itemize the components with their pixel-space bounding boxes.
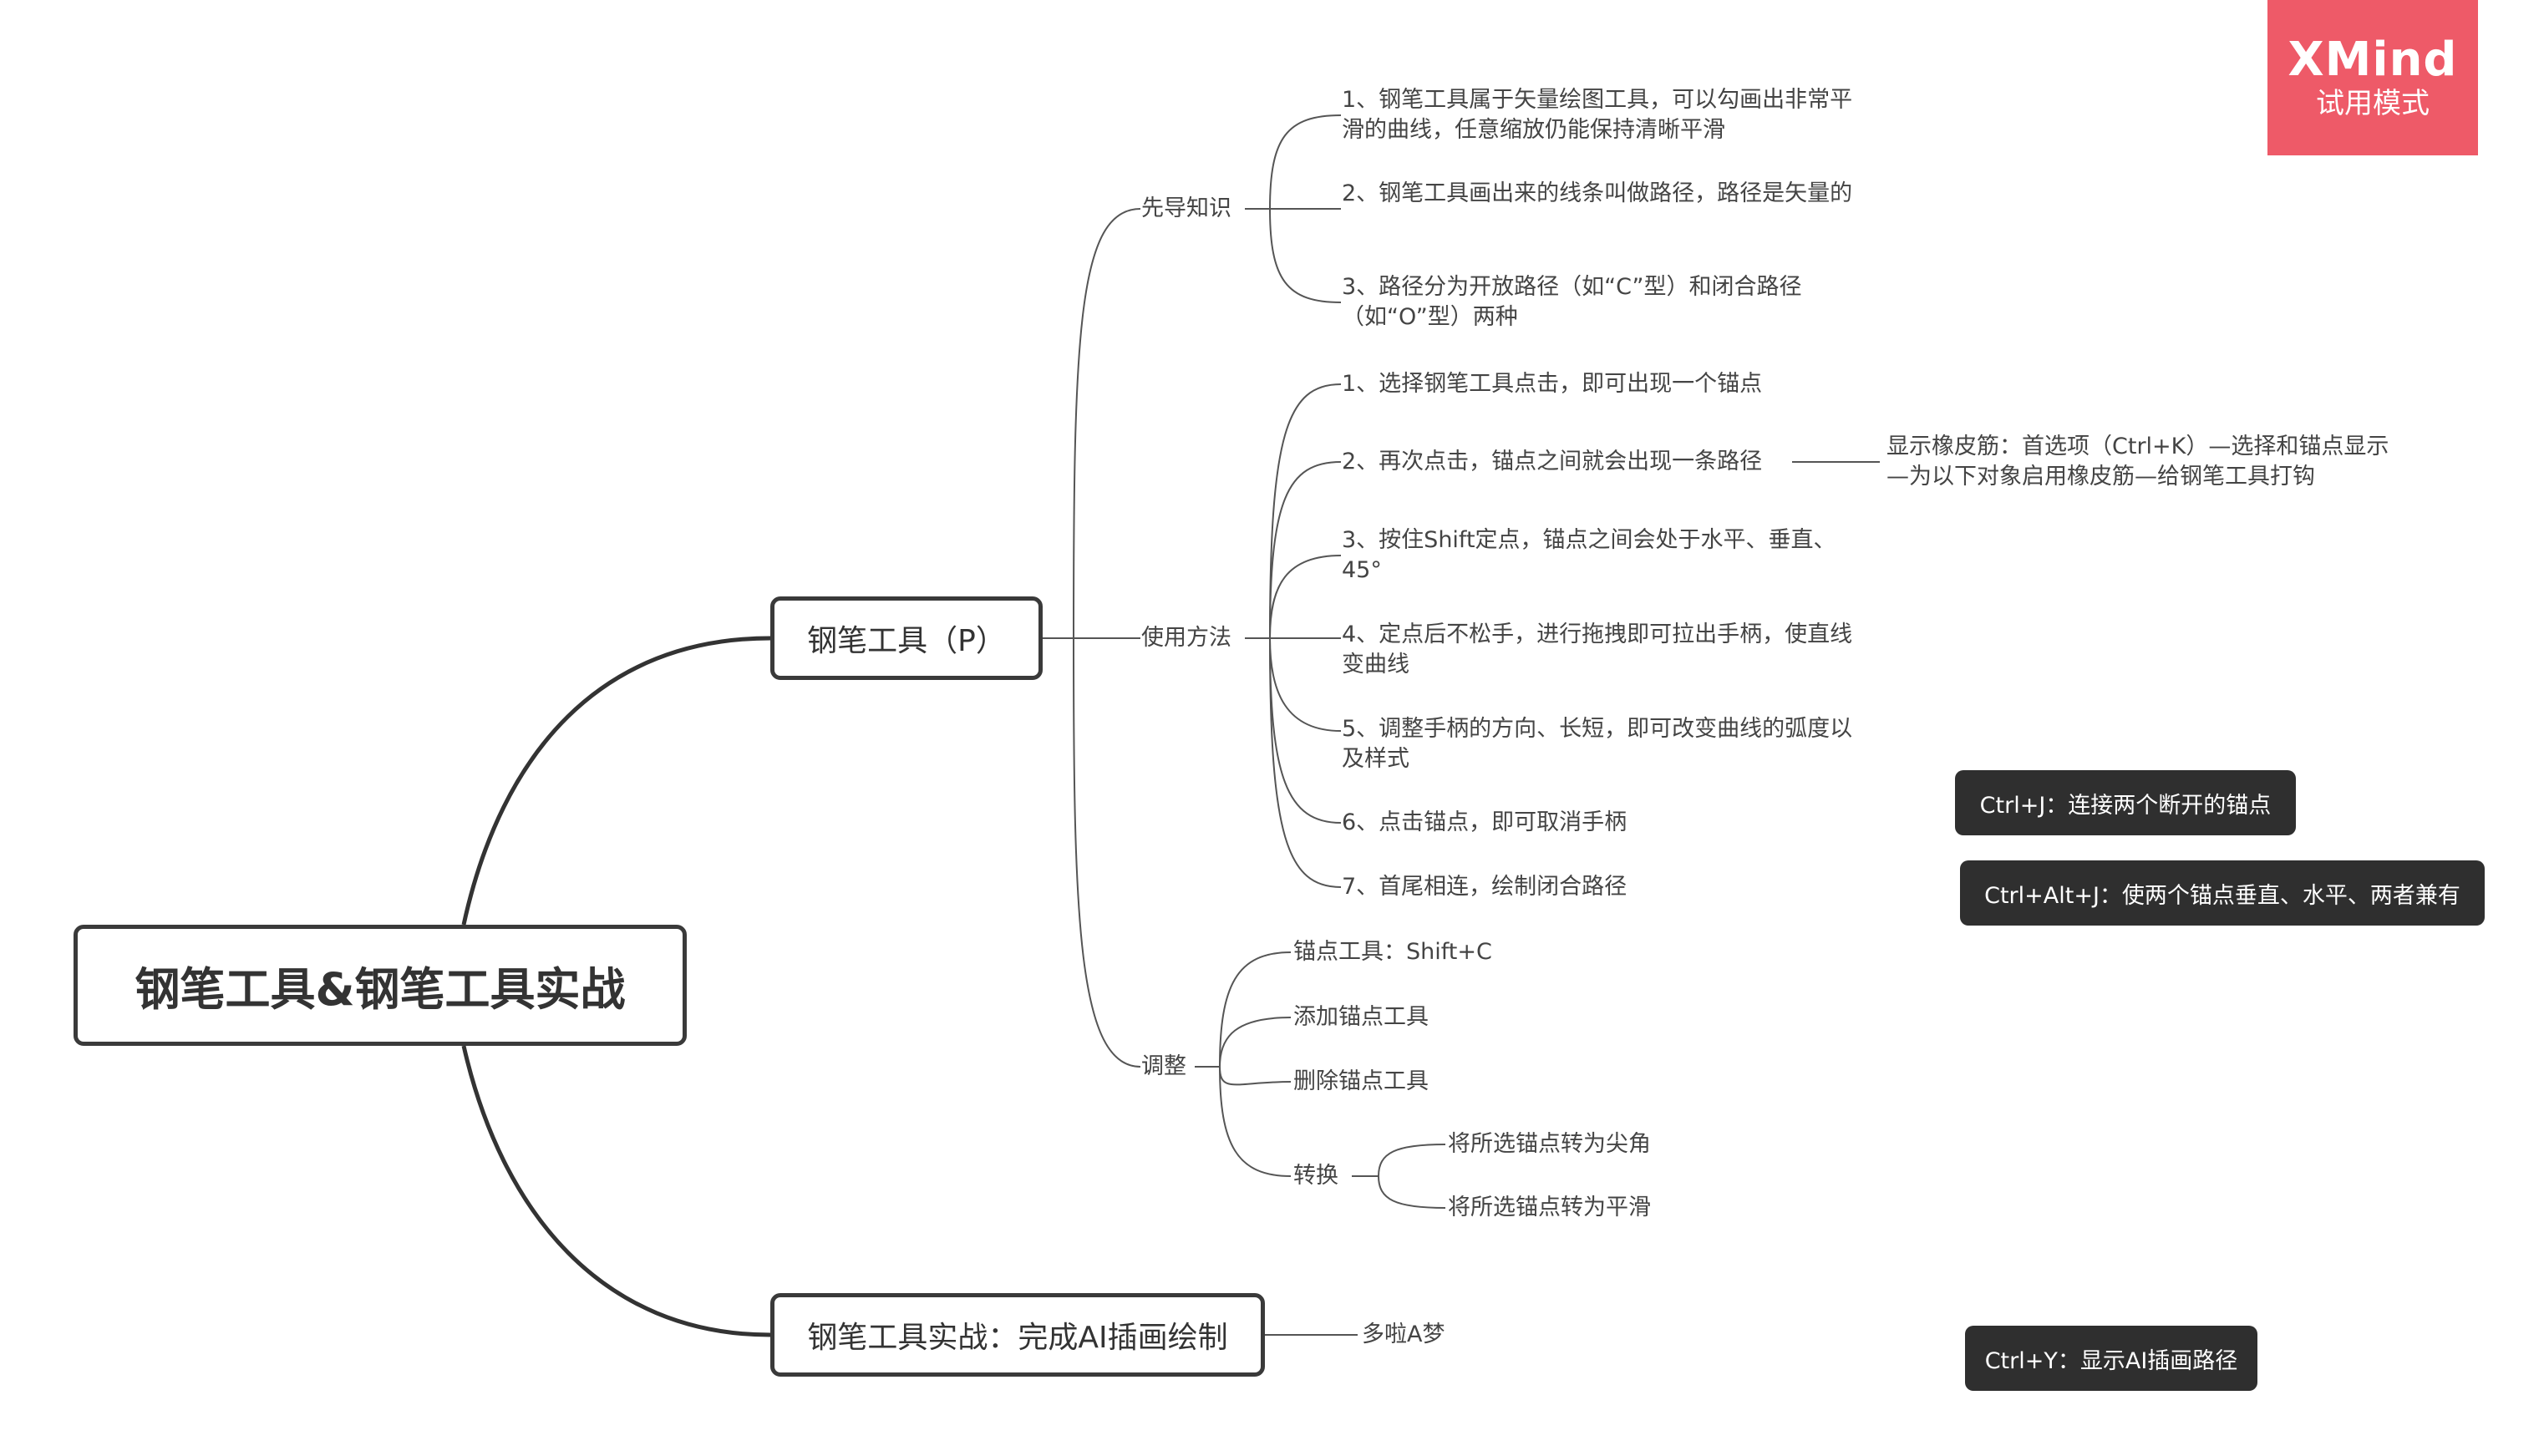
trial-mode-text: 试用模式 — [2316, 87, 2430, 120]
topic-pen-tool-practice[interactable]: 钢笔工具实战：完成AI插画绘制 — [770, 1293, 1265, 1377]
shortcut-label-ctrl-alt-j[interactable]: Ctrl+Alt+J：使两个锚点垂直、水平、两者兼有 — [1960, 860, 2485, 926]
central-topic[interactable]: 钢笔工具&钢笔工具实战 — [74, 925, 687, 1046]
shortcut-label-ctrl-y[interactable]: Ctrl+Y：显示AI插画路径 — [1965, 1326, 2257, 1391]
adjust-item[interactable]: 添加锚点工具 — [1293, 1004, 1429, 1030]
prior-item[interactable]: 2、钢笔工具画出来的线条叫做路径，路径是矢量的 — [1342, 180, 1853, 206]
adjust-item[interactable]: 删除锚点工具 — [1293, 1068, 1429, 1094]
usage-item[interactable]: 2、再次点击，锚点之间就会出现一条路径 — [1342, 449, 1763, 474]
xmind-trial-watermark: XMind 试用模式 — [2267, 0, 2478, 155]
rubber-band-note[interactable]: 显示橡皮筋：首选项（Ctrl+K）—选择和锚点显示—为以下对象启用橡皮筋—给钢笔… — [1886, 434, 2389, 490]
prior-item[interactable]: 3、路径分为开放路径（如“C”型）和闭合路径（如“O”型）两种 — [1342, 274, 1802, 330]
convert-item[interactable]: 将所选锚点转为尖角 — [1448, 1131, 1651, 1157]
adjust-item[interactable]: 锚点工具：Shift+C — [1293, 939, 1492, 965]
convert-item[interactable]: 将所选锚点转为平滑 — [1448, 1195, 1651, 1220]
subtopic-adjust[interactable]: 调整 — [1141, 1053, 1186, 1079]
usage-item[interactable]: 6、点击锚点，即可取消手柄 — [1342, 809, 1627, 835]
usage-item[interactable]: 4、定点后不松手，进行拖拽即可拉出手柄，使直线变曲线 — [1342, 621, 1853, 677]
usage-item[interactable]: 3、按住Shift定点，锚点之间会处于水平、垂直、45° — [1342, 527, 1836, 583]
practice-item-doraemon[interactable]: 多啦A梦 — [1362, 1322, 1445, 1347]
subtopic-convert[interactable]: 转换 — [1293, 1163, 1338, 1189]
usage-item[interactable]: 1、选择钢笔工具点击，即可出现一个锚点 — [1342, 371, 1763, 397]
usage-item[interactable]: 5、调整手柄的方向、长短，即可改变曲线的弧度以及样式 — [1342, 716, 1853, 772]
subtopic-usage[interactable]: 使用方法 — [1141, 625, 1231, 651]
prior-item[interactable]: 1、钢笔工具属于矢量绘图工具，可以勾画出非常平滑的曲线，任意缩放仍能保持清晰平滑 — [1342, 87, 1853, 143]
topic-pen-tool[interactable]: 钢笔工具（P） — [770, 596, 1043, 680]
usage-item[interactable]: 7、首尾相连，绘制闭合路径 — [1342, 874, 1627, 900]
subtopic-prior-knowledge[interactable]: 先导知识 — [1141, 195, 1231, 221]
shortcut-label-ctrl-j[interactable]: Ctrl+J：连接两个断开的锚点 — [1955, 770, 2296, 835]
xmind-brand-text: XMind — [2288, 33, 2458, 87]
